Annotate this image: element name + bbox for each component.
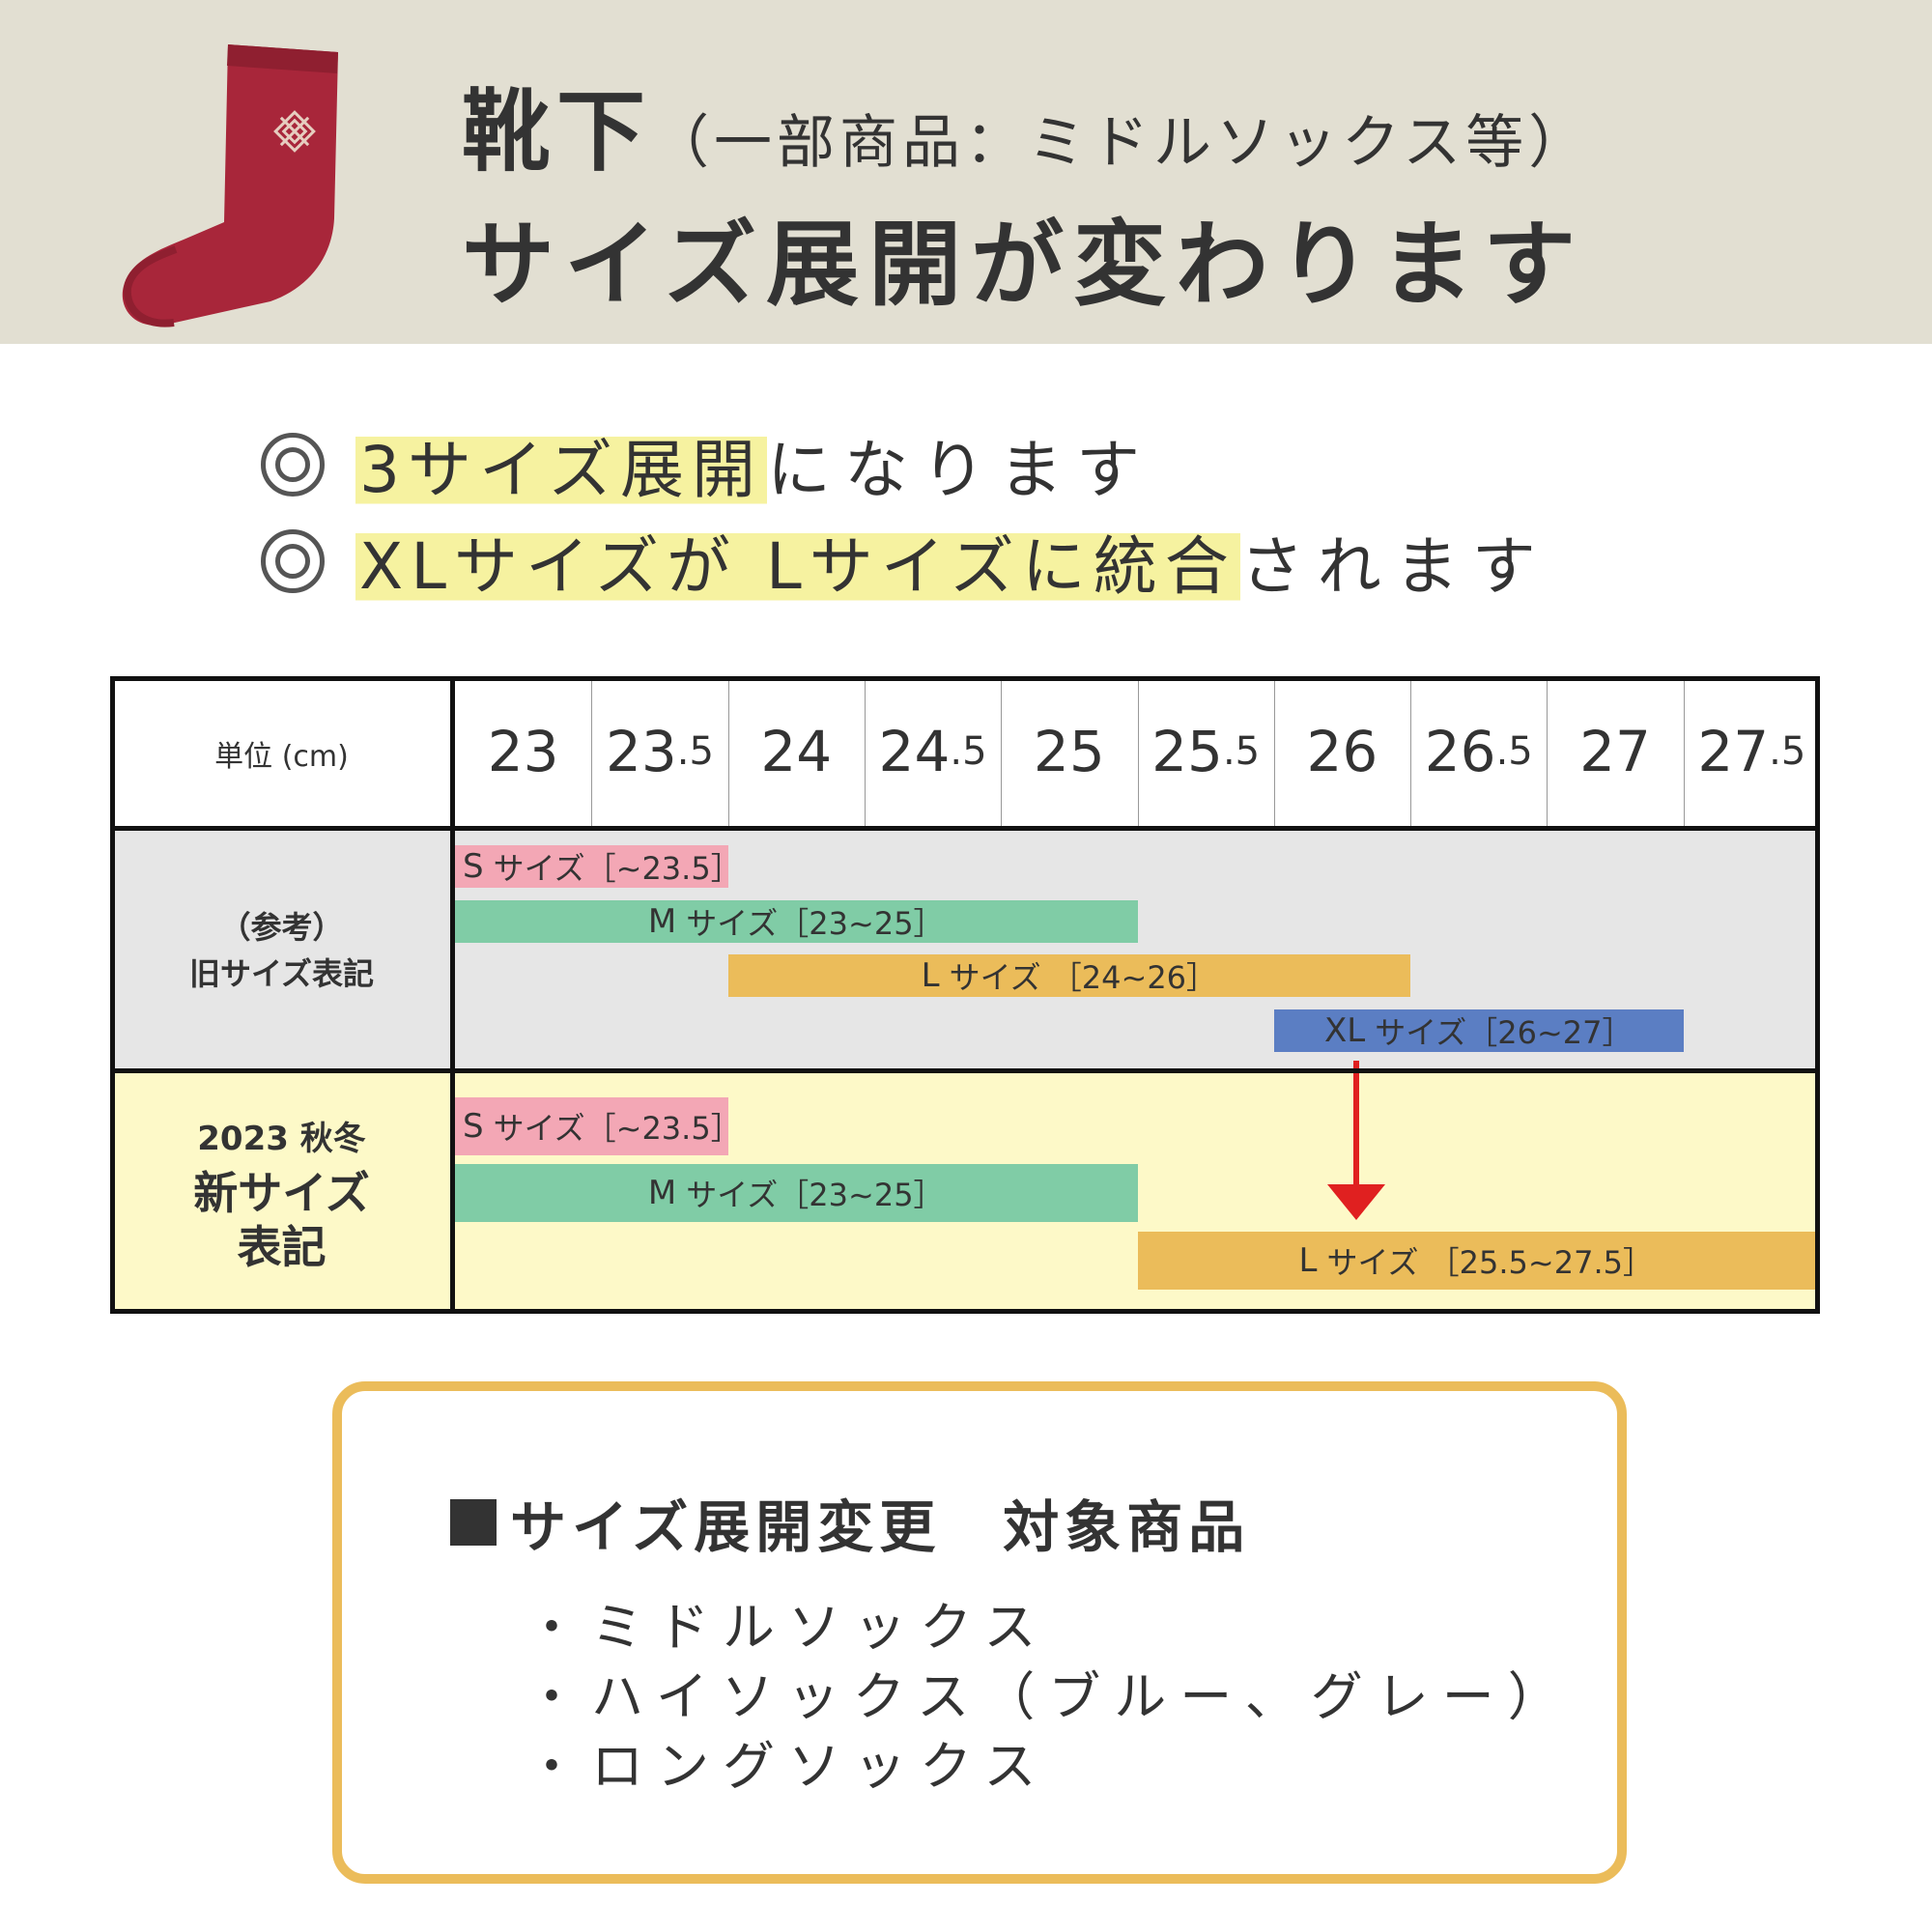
size-header-24-5: 24.5 [878,718,987,784]
double-circle-icon [261,433,325,497]
size-header-23: 23 [487,718,559,784]
title-line-1: 靴下（一部商品：ミドルソックス等） [462,60,1591,188]
unit-label: 単位 (cm) [214,739,349,774]
title-main: 靴下 [462,80,652,184]
title-line-2: サイズ展開が変わります [462,211,1586,319]
size-header-23-5: 23.5 [605,718,714,784]
size-header-26: 26 [1306,718,1378,784]
sock-image [122,44,338,327]
knot-pattern-icon [273,110,316,153]
bullet-2-rest: されます [1239,529,1549,604]
new-label-line-3: 表記 [237,1220,327,1273]
size-header-27-5: 27.5 [1697,718,1806,784]
bullet-2: XLサイズが Lサイズに統合 されます [261,515,1549,608]
double-circle-icon [261,529,325,593]
bullet-1: 3サイズ展開 になります [261,418,1154,511]
bullet-1-rest: になります [767,433,1154,507]
target-title: サイズ展開変更 対象商品 [450,1482,1250,1563]
old-label-line-1: （参考） [219,909,344,946]
square-bullet-icon [450,1499,497,1546]
old-label-line-2: 旧サイズ表記 [188,955,375,992]
target-item-1: ・ミドルソックス [526,1597,1050,1658]
size-header-24: 24 [760,718,833,784]
title-sub: （一部商品：ミドルソックス等） [651,109,1592,177]
new-label-line-1: 2023 秋冬 [197,1119,366,1158]
target-item-3: ・ロングソックス [526,1736,1050,1797]
size-table: 単位 (cm) （参考） 旧サイズ表記 2023 秋冬 新サイズ 表記 23 23… [110,676,1820,1314]
merge-arrow-icon [1327,1061,1385,1220]
size-header-25-5: 25.5 [1151,718,1261,784]
target-item-2: ・ハイソックス（ブルー、グレー） [526,1666,1574,1727]
target-products-box: サイズ展開変更 対象商品 ・ミドルソックス ・ハイソックス（ブルー、グレー） ・… [332,1381,1627,1884]
size-header-27: 27 [1579,718,1651,784]
header-band: 靴下（一部商品：ミドルソックス等） サイズ展開が変わります [0,0,1932,344]
old-size-label: （参考） 旧サイズ表記 [110,830,453,1071]
bullet-2-highlight: XLサイズが Lサイズに統合 [355,515,1240,608]
size-header-25: 25 [1033,718,1105,784]
bullet-1-highlight: 3サイズ展開 [355,418,768,511]
new-size-label: 2023 秋冬 新サイズ 表記 [110,1071,453,1314]
new-label-line-2: 新サイズ [193,1166,370,1219]
size-header-26-5: 26.5 [1424,718,1533,784]
